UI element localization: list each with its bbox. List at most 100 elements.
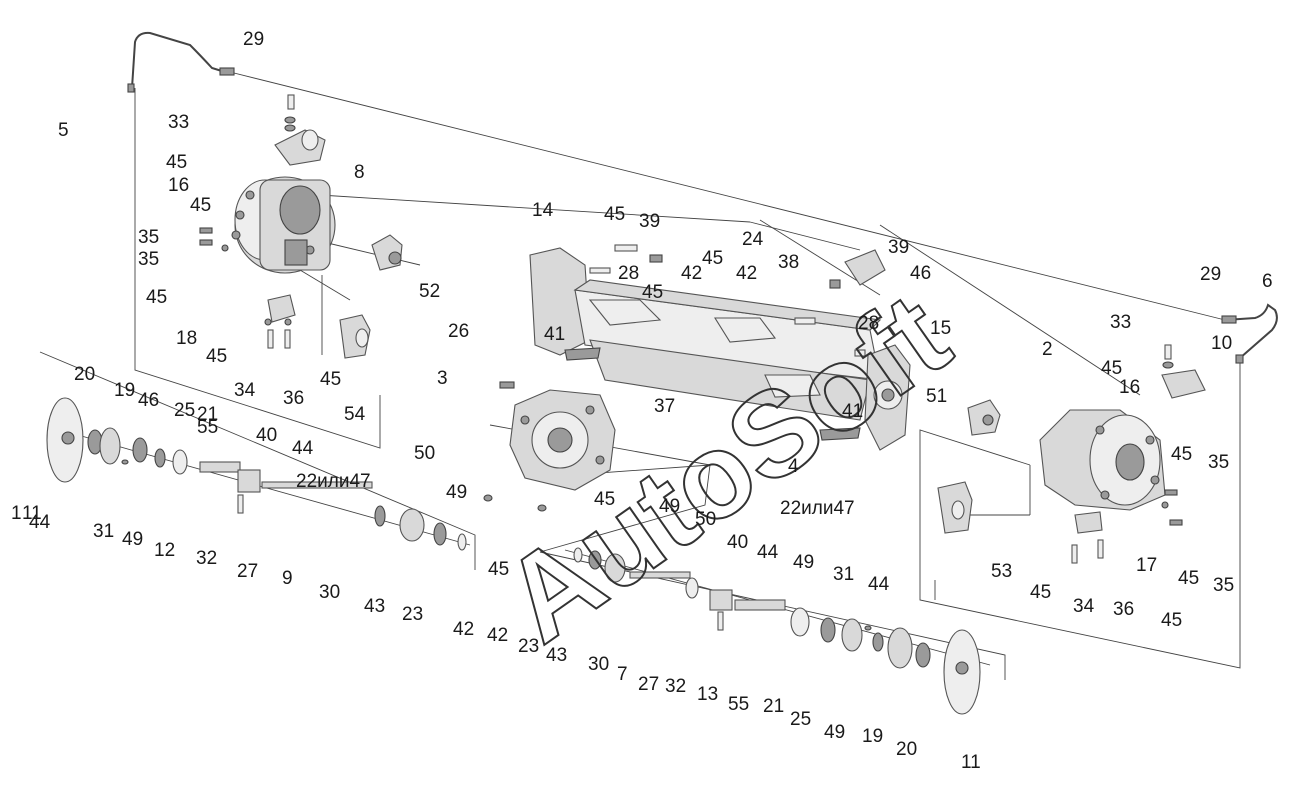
callout-label: 42 bbox=[487, 625, 508, 646]
callout-label: 39 bbox=[888, 237, 909, 258]
callout-label: 35 bbox=[138, 249, 159, 270]
callout-label: 20 bbox=[74, 364, 95, 385]
callout-label: 40 bbox=[727, 532, 748, 553]
callout-label: 41 bbox=[842, 401, 863, 422]
callout-label: 45 bbox=[190, 195, 211, 216]
callout-label: 10 bbox=[1211, 333, 1232, 354]
callout-label: 32 bbox=[665, 676, 686, 697]
differential bbox=[483, 389, 616, 512]
callout-label: 16 bbox=[1119, 377, 1140, 398]
callout-label: 28 bbox=[618, 263, 639, 284]
callout-label: 42 bbox=[453, 619, 474, 640]
callout-label: 33 bbox=[1110, 312, 1131, 333]
callout-label: 27 bbox=[237, 561, 258, 582]
callout-label: 20 bbox=[896, 739, 917, 760]
callout-label: 55 bbox=[728, 694, 749, 715]
callout-label: 40 bbox=[256, 425, 277, 446]
callout-label: 49 bbox=[793, 552, 814, 573]
callout-label: 23 bbox=[518, 636, 539, 657]
callout-label: 11 bbox=[22, 503, 42, 524]
callout-label: 37 bbox=[654, 396, 675, 417]
callout-label: 49 bbox=[446, 482, 467, 503]
callout-label: 44 bbox=[29, 512, 51, 533]
callout-label: 45 bbox=[206, 346, 227, 367]
callout-label: 45 bbox=[320, 369, 341, 390]
sensor-51 bbox=[967, 399, 1001, 436]
callout-label: 36 bbox=[1113, 599, 1134, 620]
callout-label: 9 bbox=[282, 568, 293, 589]
callout-label: 44 bbox=[868, 574, 890, 595]
callout-label: 4 bbox=[788, 456, 799, 477]
callout-label: 26 bbox=[448, 321, 469, 342]
callout-label: 55 bbox=[197, 417, 218, 438]
callout-label: 45 bbox=[604, 204, 625, 225]
callout-label: 45 bbox=[166, 152, 187, 173]
callout-label: 49 bbox=[659, 496, 680, 517]
callout-label: 15 bbox=[930, 318, 951, 339]
callout-label: 45 bbox=[702, 248, 723, 269]
callout-label: 38 bbox=[778, 252, 799, 273]
callout-label: 2 bbox=[1042, 339, 1053, 360]
callout-label: 30 bbox=[588, 654, 609, 675]
sensor-52 bbox=[371, 234, 403, 271]
callout-label: 36 bbox=[283, 388, 304, 409]
callout-label: 25 bbox=[790, 709, 811, 730]
callout-label: 42 bbox=[736, 263, 757, 284]
callout-label: 5 bbox=[58, 120, 69, 141]
callout-label: 49 bbox=[824, 722, 845, 743]
callout-label: 45 bbox=[146, 287, 167, 308]
callout-label: 28 bbox=[858, 313, 879, 334]
callout-label: 22или47 bbox=[780, 498, 855, 519]
callout-label: 51 bbox=[926, 386, 947, 407]
callout-label: 44 bbox=[757, 542, 779, 563]
callout-label: 42 bbox=[681, 263, 702, 284]
callout-label: 45 bbox=[1101, 358, 1122, 379]
right-shaft-assembly bbox=[573, 547, 981, 715]
callout-label: 50 bbox=[414, 443, 435, 464]
callout-label: 14 bbox=[532, 200, 554, 221]
callout-label: 1 bbox=[11, 503, 22, 524]
right-final-drive bbox=[1039, 344, 1206, 564]
callout-label: 18 bbox=[176, 328, 197, 349]
left-final-drive bbox=[231, 176, 336, 274]
callout-label: 27 bbox=[638, 674, 659, 695]
callout-label: 35 bbox=[138, 227, 159, 248]
callout-label: 6 bbox=[1262, 271, 1273, 292]
callout-label: 13 bbox=[697, 684, 718, 705]
callout-label: 16 bbox=[168, 175, 189, 196]
callout-label: 11 bbox=[961, 752, 981, 773]
callout-label: 30 bbox=[319, 582, 340, 603]
callout-label: 32 bbox=[196, 548, 217, 569]
callout-label: 53 bbox=[991, 561, 1012, 582]
callout-label: 33 bbox=[168, 112, 189, 133]
callout-label: 45 bbox=[1030, 582, 1051, 603]
callout-labels: 1 2 3 4 5 6 7 8 9 10 11 11 12 13 14 15 1… bbox=[11, 29, 1273, 773]
callout-label: 31 bbox=[833, 564, 854, 585]
axle-housing bbox=[499, 244, 911, 451]
sensor-53 bbox=[937, 481, 973, 534]
callout-label: 52 bbox=[419, 281, 440, 302]
callout-label: 8 bbox=[354, 162, 365, 183]
callout-label: 45 bbox=[642, 282, 663, 303]
callout-label: 22или47 bbox=[296, 471, 371, 492]
callout-label: 21 bbox=[197, 404, 218, 425]
callout-label: 39 bbox=[639, 211, 660, 232]
callout-label: 43 bbox=[364, 596, 385, 617]
callout-label: 46 bbox=[138, 390, 159, 411]
callout-label: 23 bbox=[402, 604, 423, 625]
brake-line-left bbox=[127, 31, 235, 93]
callout-label: 31 bbox=[93, 521, 114, 542]
callout-label: 45 bbox=[594, 489, 615, 510]
callout-label: 35 bbox=[1208, 452, 1229, 473]
callout-label: 46 bbox=[910, 263, 931, 284]
callout-label: 17 bbox=[1136, 555, 1157, 576]
callout-label: 49 bbox=[122, 529, 143, 550]
callout-label: 19 bbox=[862, 726, 883, 747]
callout-label: 29 bbox=[1200, 264, 1221, 285]
callout-label: 12 bbox=[154, 540, 175, 561]
left-shaft-assembly bbox=[46, 397, 467, 551]
callout-label: 41 bbox=[544, 324, 565, 345]
callout-label: 21 bbox=[763, 696, 784, 717]
left-fasteners bbox=[199, 94, 326, 349]
